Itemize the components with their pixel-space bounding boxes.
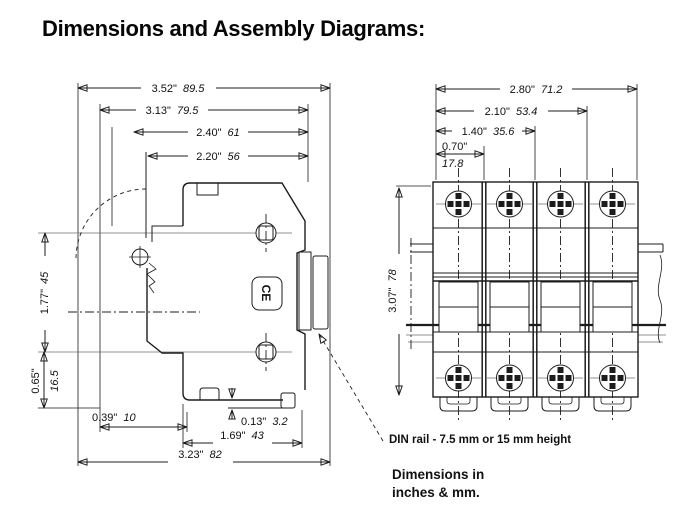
units-note-line2: inches & mm. — [392, 485, 480, 500]
dim-side-039: 0.39"10 — [92, 412, 136, 424]
front-view-dimension-lines — [399, 89, 637, 395]
side-view-dimension-lines — [44, 88, 330, 462]
bottom-terminal-screw-icon — [255, 333, 277, 371]
page-title: Dimensions and Assembly Diagrams: — [42, 16, 425, 41]
dim-side-169: 1.69"43 — [220, 430, 264, 442]
dim-side-240: 2.40"61 — [196, 127, 240, 139]
dim-front-pole-width-mm: 17.8 — [442, 158, 464, 170]
dim-side-terminal-spacing: 1.77"45 — [39, 271, 51, 314]
dim-side-220: 2.20"56 — [196, 151, 240, 163]
side-view-body — [68, 152, 306, 409]
dim-front-pole-width-in: 0.70" — [442, 141, 467, 153]
module-separators — [481, 182, 590, 397]
front-view-diagram: 2.80"71.2 2.10"53.4 1.40"35.6 0.70" 17.8… — [387, 84, 666, 422]
dim-front-height: 3.07"78 — [387, 268, 399, 312]
fuse-module-3 — [535, 168, 586, 422]
break-squiggle — [146, 262, 157, 294]
din-rail-cross-section — [298, 251, 329, 331]
fuse-module-2 — [484, 168, 535, 422]
dim-side-323: 3.23"82 — [178, 449, 222, 461]
din-rail-right-stub — [638, 243, 666, 344]
dim-front-overall-width: 2.80"71.2 — [510, 84, 563, 96]
top-terminal-screw-icon — [255, 214, 277, 252]
dim-front-two-pole: 1.40"35.6 — [462, 126, 516, 138]
fuse-module-4 — [587, 168, 638, 422]
units-note-line1: Dimensions in — [392, 467, 484, 482]
dim-side-013: 0.13"3.2 — [241, 416, 288, 428]
dim-side-065-mm: 16.5 — [49, 369, 61, 391]
dim-side-overall-depth: 3.52"89.5 — [152, 83, 206, 95]
rail-break-line — [657, 254, 663, 344]
front-view-extension-lines — [396, 84, 638, 187]
notes: DIN rail - 7.5 mm or 15 mm height Dimens… — [389, 434, 571, 500]
side-view-diagram: 3.52"89.5 3.13"79.5 2.40"61 2.20"56 1.77… — [30, 83, 384, 466]
din-rail-note: DIN rail - 7.5 mm or 15 mm height — [389, 434, 571, 446]
ce-mark: CE — [251, 276, 283, 311]
lever-swing-arc — [75, 188, 147, 260]
fuse-module-1 — [433, 168, 484, 422]
din-rail-left-stub — [406, 238, 433, 350]
din-rail-leader-arrow — [319, 334, 384, 442]
side-view-extension-lines — [38, 83, 331, 466]
dim-front-three-pole: 2.10"53.4 — [485, 106, 538, 118]
front-view-body — [406, 168, 666, 422]
ce-mark-label: CE — [259, 285, 273, 302]
dim-side-body-depth: 3.13"79.5 — [146, 105, 200, 117]
dim-side-065-in: 0.65" — [30, 368, 42, 393]
